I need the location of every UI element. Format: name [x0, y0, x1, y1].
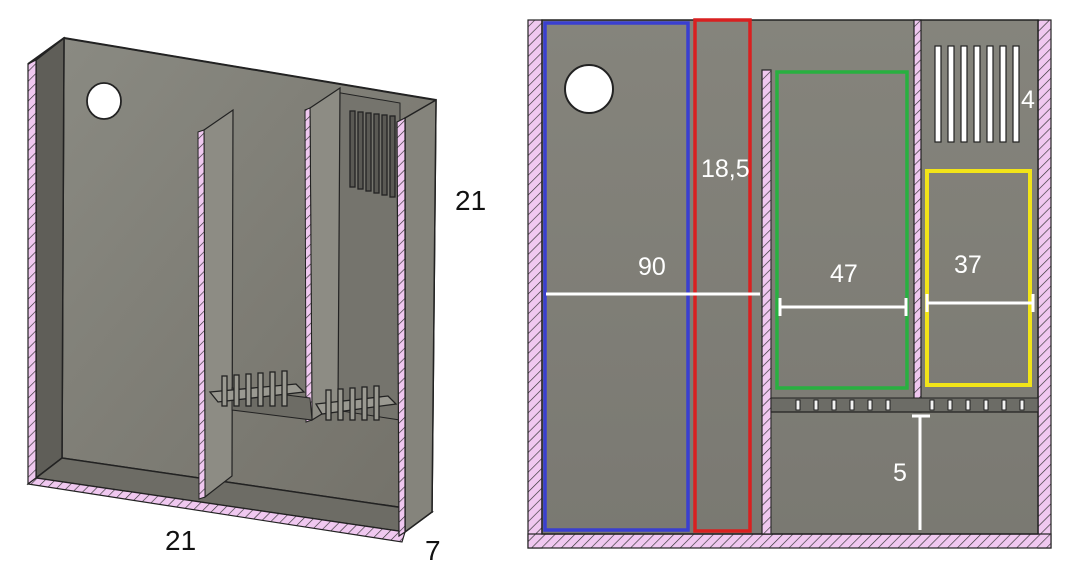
front-right-wall-section: [1037, 19, 1052, 549]
iso-right-wall-section: [396, 117, 406, 538]
iso-vent-slits: [349, 110, 396, 198]
iso-divider-1-face: [203, 108, 234, 499]
front-view: 90 18,5 47 37 4 5: [527, 18, 1052, 549]
iso-left-wall-section: [27, 59, 37, 486]
iso-comb-grate-1: [208, 370, 306, 407]
red-section-label: 18,5: [701, 155, 750, 183]
red-chamber-outline: [693, 18, 752, 533]
bottom-gap-label: 5: [893, 459, 907, 487]
green-section-label: 47: [830, 260, 858, 288]
iso-top-left-rim: [27, 37, 65, 65]
yellow-section-label: 37: [954, 251, 982, 279]
front-porthole-hole: [564, 64, 614, 114]
blue-section-label: 90: [638, 253, 666, 281]
front-vent-slits: [934, 45, 1020, 143]
front-comb-row: [770, 397, 1039, 413]
front-left-wall-section: [527, 19, 543, 549]
front-bottom-wall-section: [527, 533, 1052, 549]
iso-divider-1-edge: [197, 129, 206, 500]
iso-divider-2-face: [309, 86, 341, 422]
front-divider-2: [913, 19, 922, 413]
iso-porthole-hole: [86, 82, 122, 120]
yellow-chamber-outline: [925, 169, 1032, 387]
iso-comb-grate-2: [314, 385, 398, 421]
front-divider-1: [761, 69, 772, 535]
top-right-gap-label: 4: [1021, 86, 1035, 114]
iso-depth-label: 7: [425, 535, 441, 566]
green-chamber-outline: [775, 70, 909, 390]
iso-width-label: 21: [165, 525, 196, 556]
iso-left-inner-wall: [35, 36, 65, 480]
iso-right-outer-wall: [404, 98, 437, 534]
iso-height-label: 21: [455, 185, 486, 216]
iso-top-rim: [63, 37, 437, 101]
isometric-view: 21 21 7: [26, 36, 486, 566]
front-measure-lines: [546, 292, 1035, 530]
front-interior: [541, 19, 1039, 535]
blue-chamber-outline: [543, 21, 690, 532]
